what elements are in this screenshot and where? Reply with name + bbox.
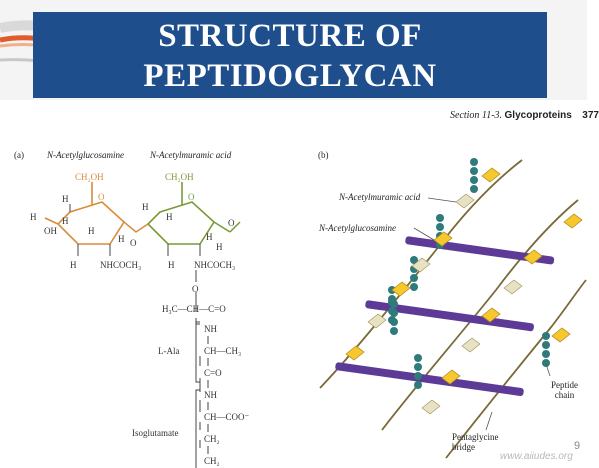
methylene-1: CH₂ xyxy=(204,434,220,444)
ch2oh-murnac: CH₂OH xyxy=(165,172,194,182)
glycan-strands xyxy=(319,159,587,459)
h-atom: H xyxy=(118,234,125,244)
bridge-label-line1: Pentaglycine xyxy=(452,432,499,442)
book-page-number: 377 xyxy=(582,110,599,121)
label-leaders xyxy=(413,197,551,431)
carbonyl-1: C=O xyxy=(204,368,222,378)
h-atom: H xyxy=(166,212,173,222)
l-ala-bracket xyxy=(195,321,200,383)
h-atom: H xyxy=(216,242,223,252)
methylene-2: CH₂ xyxy=(204,456,220,466)
h-atom: H xyxy=(168,260,175,270)
slide-page-number: 9 xyxy=(574,440,581,452)
isoglutamate-alpha-carbon: CH—COO⁻ xyxy=(204,412,250,422)
h-atom: H xyxy=(62,216,69,226)
peptidoglycan-lattice-diagram xyxy=(319,158,587,459)
peptide-label-line2: chain xyxy=(554,390,575,400)
book-section-header: Section 11-3. Glycoproteins 377 xyxy=(450,110,599,121)
alanine-alpha-carbon: CH—CH₃ xyxy=(204,346,241,356)
peptide-label-line1: Peptide xyxy=(551,380,578,390)
murnac-units xyxy=(345,167,583,385)
amine-1: NH xyxy=(204,324,217,334)
h-atom: H xyxy=(70,260,77,270)
ch2oh-glcnac: CH₂OH xyxy=(75,172,104,182)
title-line-2: PEPTIDOGLYCAN xyxy=(143,58,437,94)
hydroxyl-label: OH xyxy=(44,226,57,236)
pentaglycine-bridge-label: Pentaglycine bridge xyxy=(452,432,499,452)
h-atom: H xyxy=(142,202,149,212)
glcnac-label-b: N-Acetylglucosamine xyxy=(319,223,396,233)
peptidoglycan-chemical-structure: CH₂OH CH₂OH H O O H H OH H H H H H H O O… xyxy=(30,172,250,468)
glycosidic-oxygen: O xyxy=(130,238,137,248)
h-atom: H xyxy=(88,226,95,236)
h-atom: H xyxy=(62,194,69,204)
panel-b-tag: (b) xyxy=(318,150,329,160)
lactyl-oxygen: O xyxy=(192,284,199,294)
watermark: www.aiiudes.org xyxy=(500,451,573,462)
peptide-chain-label: Peptide chain xyxy=(551,380,578,400)
nhcoch3-murnac: NHCOCH₃ xyxy=(194,260,235,270)
peptide-chains xyxy=(335,236,555,396)
h-atom: H xyxy=(206,232,213,242)
lactyl-group: H₃C—CH—C=O xyxy=(162,304,226,314)
isoglutamate-bracket xyxy=(195,389,200,468)
murnac-label-a: N-Acetylmuramic acid xyxy=(150,150,232,160)
isoglutamate-label: Isoglutamate xyxy=(132,428,179,438)
ring-oxygen-1: O xyxy=(98,192,105,202)
h-atom: H xyxy=(30,212,37,222)
section-number: Section 11-3. xyxy=(450,110,503,121)
panel-a-tag: (a) xyxy=(14,150,24,160)
glcnac-units xyxy=(367,193,523,415)
nhcoch3-glcnac: NHCOCH₃ xyxy=(100,260,141,270)
section-topic: Glycoproteins xyxy=(504,110,572,121)
bridge-label-line2: bridge xyxy=(452,442,475,452)
glcnac-label-a: N-Acetylglucosamine xyxy=(47,150,124,160)
slide-title: STRUCTURE OF PEPTIDOGLYCAN xyxy=(33,12,547,98)
amine-2: NH xyxy=(204,390,217,400)
ring-oxygen-2: O xyxy=(188,192,195,202)
title-line-1: STRUCTURE OF xyxy=(158,18,422,54)
l-ala-label: L-Ala xyxy=(158,346,180,356)
glycosidic-oxygen: O xyxy=(228,218,235,228)
murnac-label-b: N-Acetylmuramic acid xyxy=(339,192,421,202)
